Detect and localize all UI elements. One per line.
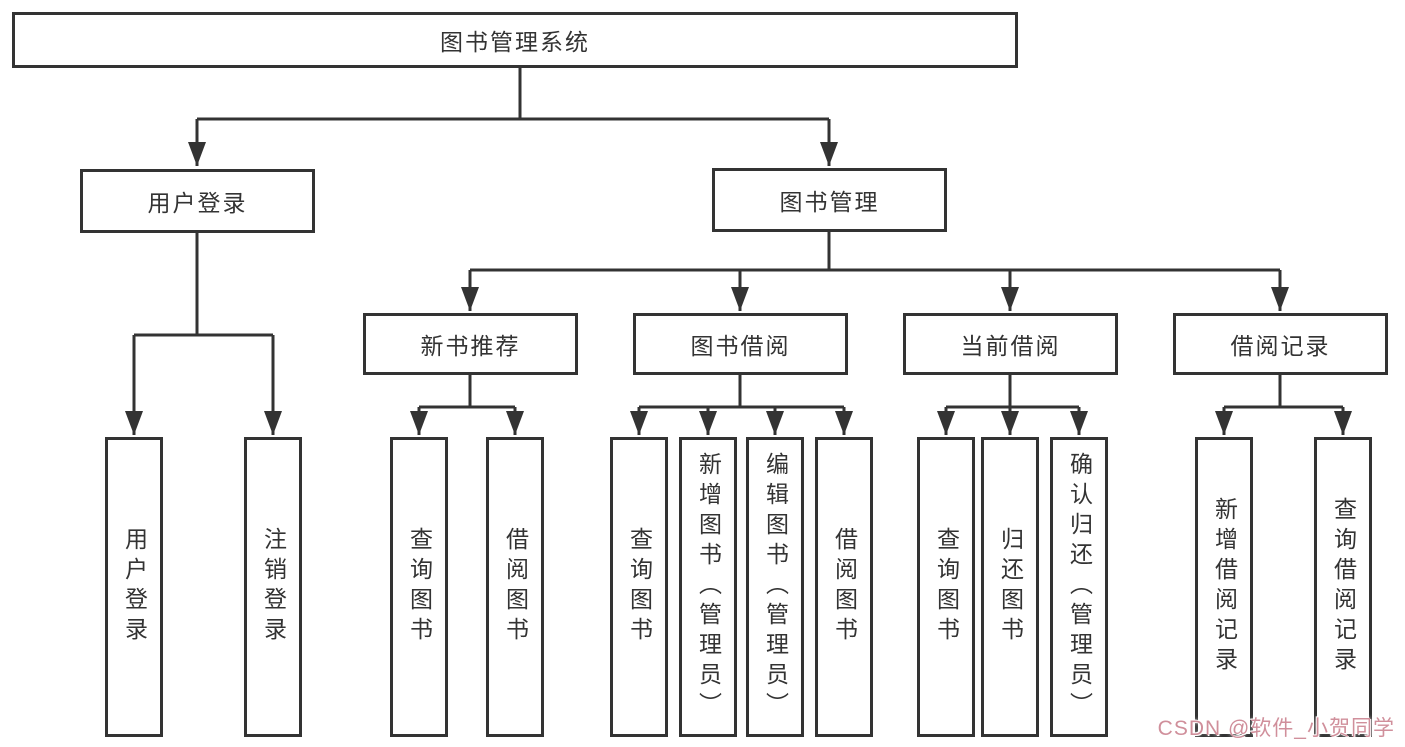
leaf-user-login: 用户登录 [105, 437, 163, 737]
connector-book-borrow-split [639, 375, 844, 409]
node-book-management: 图书管理 [712, 168, 947, 232]
node-borrow-records: 借阅记录 [1173, 313, 1388, 375]
node-library-management-system: 图书管理系统 [12, 12, 1018, 68]
leaf-cb-return-books: 归还图书 [981, 437, 1039, 737]
node-current-borrowing-label: 当前借阅 [960, 333, 1061, 359]
leaf-br-add-record: 新增借阅记录 [1195, 437, 1253, 737]
node-new-book-recommend-label: 新书推荐 [420, 333, 521, 359]
leaf-bb-add-books-admin-label: 新增图书（管理员） [695, 452, 722, 722]
leaf-br-add-record-label: 新增借阅记录 [1211, 497, 1238, 677]
leaf-cb-return-books-label: 归还图书 [997, 527, 1024, 647]
leaf-cb-confirm-return-admin: 确认归还（管理员） [1050, 437, 1108, 737]
leaf-nb-borrow-books: 借阅图书 [486, 437, 544, 737]
leaf-nb-query-books: 查询图书 [390, 437, 448, 737]
leaf-bb-borrow-books: 借阅图书 [815, 437, 873, 737]
leaf-bb-query-books-label: 查询图书 [626, 527, 653, 647]
connector-borrow-records-split [1224, 375, 1343, 409]
leaf-cb-confirm-return-admin-label: 确认归还（管理员） [1066, 452, 1093, 722]
leaf-bb-edit-books-admin-label: 编辑图书（管理员） [762, 452, 789, 722]
connector-new-book-split [419, 375, 515, 409]
node-user-login-label: 用户登录 [147, 190, 248, 216]
csdn-watermark: CSDN @软件_小贺同学 [1157, 717, 1395, 740]
node-new-book-recommend: 新书推荐 [363, 313, 578, 375]
node-borrow-records-label: 借阅记录 [1230, 333, 1331, 359]
connector-book-mgmt-split [470, 232, 1280, 272]
connector-current-borrow-split [946, 375, 1079, 409]
connector-user-login-split [134, 233, 273, 337]
leaf-cb-query-books: 查询图书 [917, 437, 975, 737]
leaf-cb-query-books-label: 查询图书 [933, 527, 960, 647]
node-book-borrowing: 图书借阅 [633, 313, 848, 375]
leaf-logout-login: 注销登录 [244, 437, 302, 737]
leaf-logout-login-label: 注销登录 [260, 527, 287, 647]
leaf-br-query-record: 查询借阅记录 [1314, 437, 1372, 737]
node-library-management-system-label: 图书管理系统 [440, 29, 590, 55]
node-current-borrowing: 当前借阅 [903, 313, 1118, 375]
leaf-bb-borrow-books-label: 借阅图书 [831, 527, 858, 647]
node-book-borrowing-label: 图书借阅 [690, 333, 791, 359]
leaf-bb-add-books-admin: 新增图书（管理员） [679, 437, 737, 737]
leaf-user-login-label: 用户登录 [121, 527, 148, 647]
leaf-nb-borrow-books-label: 借阅图书 [502, 527, 529, 647]
connector-root-split [197, 66, 829, 121]
leaf-bb-edit-books-admin: 编辑图书（管理员） [746, 437, 804, 737]
node-book-management-label: 图书管理 [779, 189, 880, 215]
node-user-login: 用户登录 [80, 169, 315, 233]
leaf-nb-query-books-label: 查询图书 [406, 527, 433, 647]
leaf-br-query-record-label: 查询借阅记录 [1330, 497, 1357, 677]
leaf-bb-query-books: 查询图书 [610, 437, 668, 737]
